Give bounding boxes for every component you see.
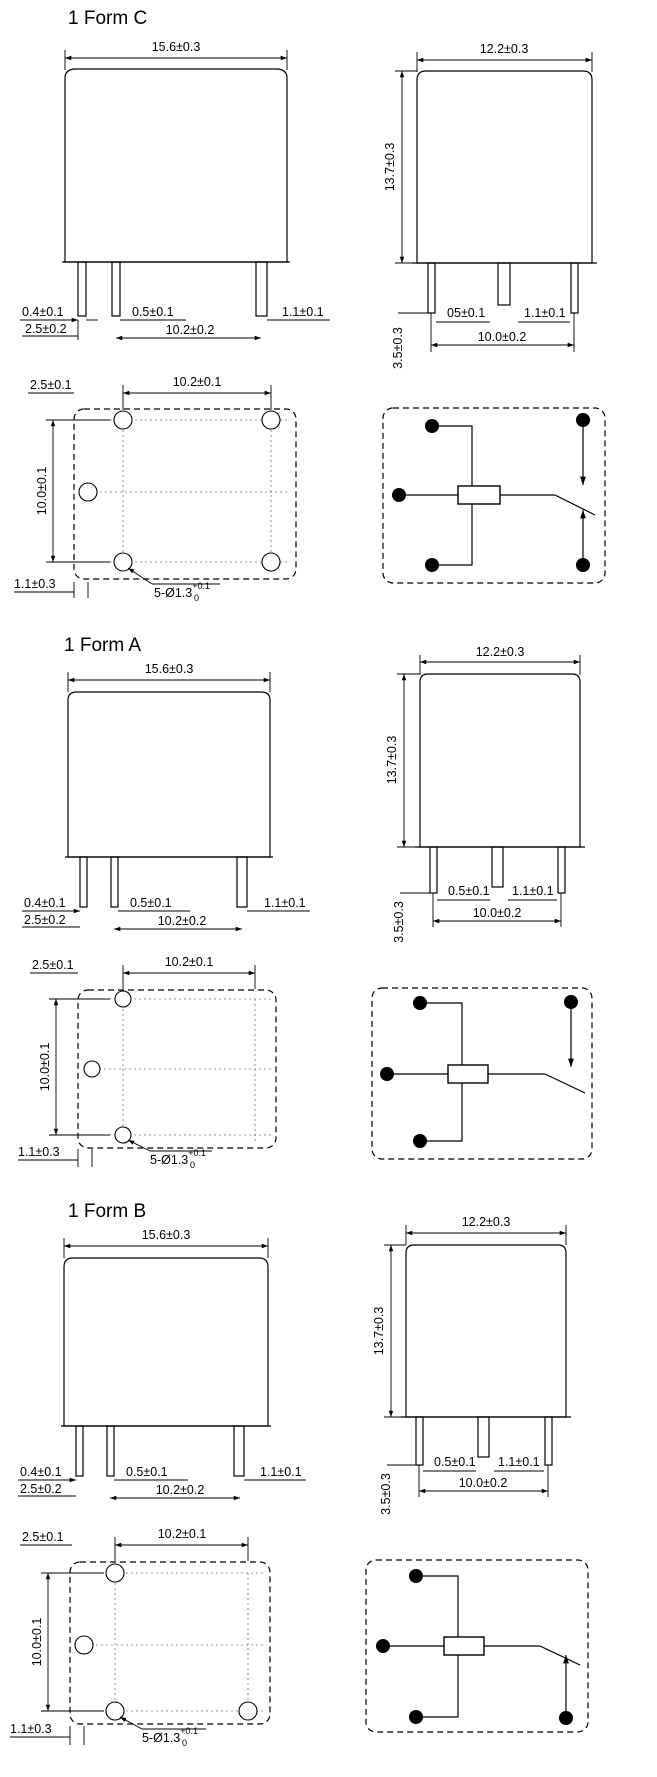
pcb-hole: [261, 410, 281, 430]
section-title: 1 Form A: [64, 635, 141, 656]
pin-length-label: 3.5±0.3: [379, 1473, 393, 1515]
side-view: 12.2±0.3 13.7±0.3 3.5±0.3 0.5±0.1 1.1±0.…: [385, 645, 585, 943]
pcb-height-label: 10.0±0.1: [30, 1618, 44, 1667]
side-pin-span-label: 10.0±0.2: [473, 906, 522, 920]
pcb-outline: [69, 1561, 271, 1725]
coil-symbol: [443, 1636, 485, 1656]
pcb-hole: [114, 990, 132, 1008]
pin-span-label: 10.2±0.2: [156, 1483, 205, 1497]
pcb-offset-label: 2.5±0.1: [22, 1530, 64, 1544]
pcb-hole: [105, 1563, 125, 1583]
pcb-height-label: 10.0±0.1: [38, 1043, 52, 1092]
pcb-layout: 2.5±0.1 10.2±0.1 10.0±0.1 1.1±0.3: [10, 1527, 271, 1748]
pin-gap-label: 0.5±0.1: [126, 1465, 168, 1479]
front-view: 15.6±0.3 0.4±0.1 2.5±0.2 0.5±0.1 10.2±0.…: [20, 40, 330, 341]
front-width-label: 15.6±0.3: [142, 1228, 191, 1242]
pin-gap-label: 0.5±0.1: [132, 305, 174, 319]
schematic: [382, 407, 606, 584]
pcb-height-label: 10.0±0.1: [35, 467, 49, 516]
schematic: [365, 1559, 589, 1733]
pin-length-label: 3.5±0.3: [391, 327, 405, 369]
pcb-edge-label: 1.1±0.3: [14, 577, 56, 591]
side-width-label: 12.2±0.3: [480, 42, 529, 56]
pin-span-label: 10.2±0.2: [158, 914, 207, 928]
pcb-hole: [113, 410, 133, 430]
side-pin-b-label: 1.1±0.1: [524, 306, 566, 320]
coil-symbol: [457, 485, 501, 505]
side-pin-a-label: 0.5±0.1: [434, 1455, 476, 1469]
pcb-outline: [77, 989, 277, 1149]
schematic-outline: [365, 1559, 589, 1733]
pin-gap-label: 0.5±0.1: [130, 896, 172, 910]
pcb-hole: [113, 552, 133, 572]
schematic: [371, 987, 593, 1160]
pin-offset-label: 2.5±0.2: [25, 322, 67, 336]
pin-offset-label: 2.5±0.2: [24, 913, 66, 927]
pcb-hole: [114, 1126, 132, 1144]
side-pin-b-label: 1.1±0.1: [498, 1455, 540, 1469]
side-pin-b-label: 1.1±0.1: [512, 884, 554, 898]
schematic-outline: [371, 987, 593, 1160]
pcb-span-label: 10.2±0.1: [158, 1527, 207, 1541]
side-pin-a-label: 0.5±0.1: [448, 884, 490, 898]
coil-symbol: [447, 1064, 489, 1084]
front-width-label: 15.6±0.3: [145, 662, 194, 676]
front-width-label: 15.6±0.3: [152, 40, 201, 54]
pcb-hole: [78, 482, 98, 502]
front-view: 15.6±0.3 0.4±0.1 2.5±0.2 0.5±0.1 10.2±0.…: [18, 1228, 306, 1501]
pin-right-label: 1.1±0.1: [264, 896, 306, 910]
pin-right-label: 1.1±0.1: [260, 1465, 302, 1479]
relay-body-front: [64, 68, 288, 263]
pin-width-label: 0.4±0.1: [24, 896, 66, 910]
schematic-outline: [382, 407, 606, 584]
section-title: 1 Form B: [68, 1201, 146, 1222]
section-form-a: 1 Form A 15.6±0.3 0.4±0.1 2.5±0.2 0.5±0.…: [18, 635, 593, 1170]
relay-body-side: [419, 673, 581, 848]
pcb-hole: [238, 1701, 258, 1721]
side-height-label: 13.7±0.3: [385, 736, 399, 785]
pin-right-label: 1.1±0.1: [282, 305, 324, 319]
pcb-offset-label: 2.5±0.1: [30, 378, 72, 392]
side-height-label: 13.7±0.3: [383, 143, 397, 192]
pcb-layout: 2.5±0.1 10.2±0.1 10.0±0.1 1.1±0.3: [14, 375, 297, 603]
pin-span-label: 10.2±0.2: [166, 323, 215, 337]
side-pin-span-label: 10.0±0.2: [478, 330, 527, 344]
relay-body-side: [416, 70, 593, 264]
section-title: 1 Form C: [68, 8, 147, 29]
pcb-hole: [83, 1060, 101, 1078]
side-width-label: 12.2±0.3: [462, 1215, 511, 1229]
relay-body-side: [405, 1244, 567, 1418]
pcb-layout: 2.5±0.1 10.2±0.1 10.0±0.1 1.1±0.3: [18, 955, 277, 1170]
pin-length-label: 3.5±0.3: [392, 901, 406, 943]
pcb-hole: [261, 552, 281, 572]
section-form-b: 1 Form B 15.6±0.3 0.4±0.1 2.5±0.2 0.5±0.…: [10, 1201, 589, 1748]
pin-offset-label: 2.5±0.2: [20, 1482, 62, 1496]
side-view: 12.2±0.3 13.7±0.3 3.5±0.3 05±0.1 1.1±0.1…: [383, 42, 597, 369]
pcb-hole: [105, 1701, 125, 1721]
pcb-edge-label: 1.1±0.3: [10, 1722, 52, 1736]
side-height-label: 13.7±0.3: [372, 1307, 386, 1356]
front-view: 15.6±0.3 0.4±0.1 2.5±0.2 0.5±0.1 10.2±0.…: [22, 662, 310, 932]
pcb-offset-label: 2.5±0.1: [32, 958, 74, 972]
section-form-c: 1 Form C 15.6±0.3 0.4±0.1 2.5±0.2 0.5±0.…: [14, 8, 606, 603]
pcb-span-label: 10.2±0.1: [173, 375, 222, 389]
pin-width-label: 0.4±0.1: [22, 305, 64, 319]
pcb-hole: [74, 1635, 94, 1655]
pcb-outline: [73, 408, 297, 580]
side-view: 12.2±0.3 13.7±0.3 3.5±0.3 0.5±0.1 1.1±0.…: [372, 1215, 571, 1515]
side-pin-a-label: 05±0.1: [447, 306, 485, 320]
side-pin-span-label: 10.0±0.2: [459, 1476, 508, 1490]
side-width-label: 12.2±0.3: [476, 645, 525, 659]
pin-width-label: 0.4±0.1: [20, 1465, 62, 1479]
relay-body-front: [67, 691, 271, 858]
relay-body-front: [63, 1257, 269, 1427]
pcb-edge-label: 1.1±0.3: [18, 1145, 60, 1159]
pcb-span-label: 10.2±0.1: [165, 955, 214, 969]
